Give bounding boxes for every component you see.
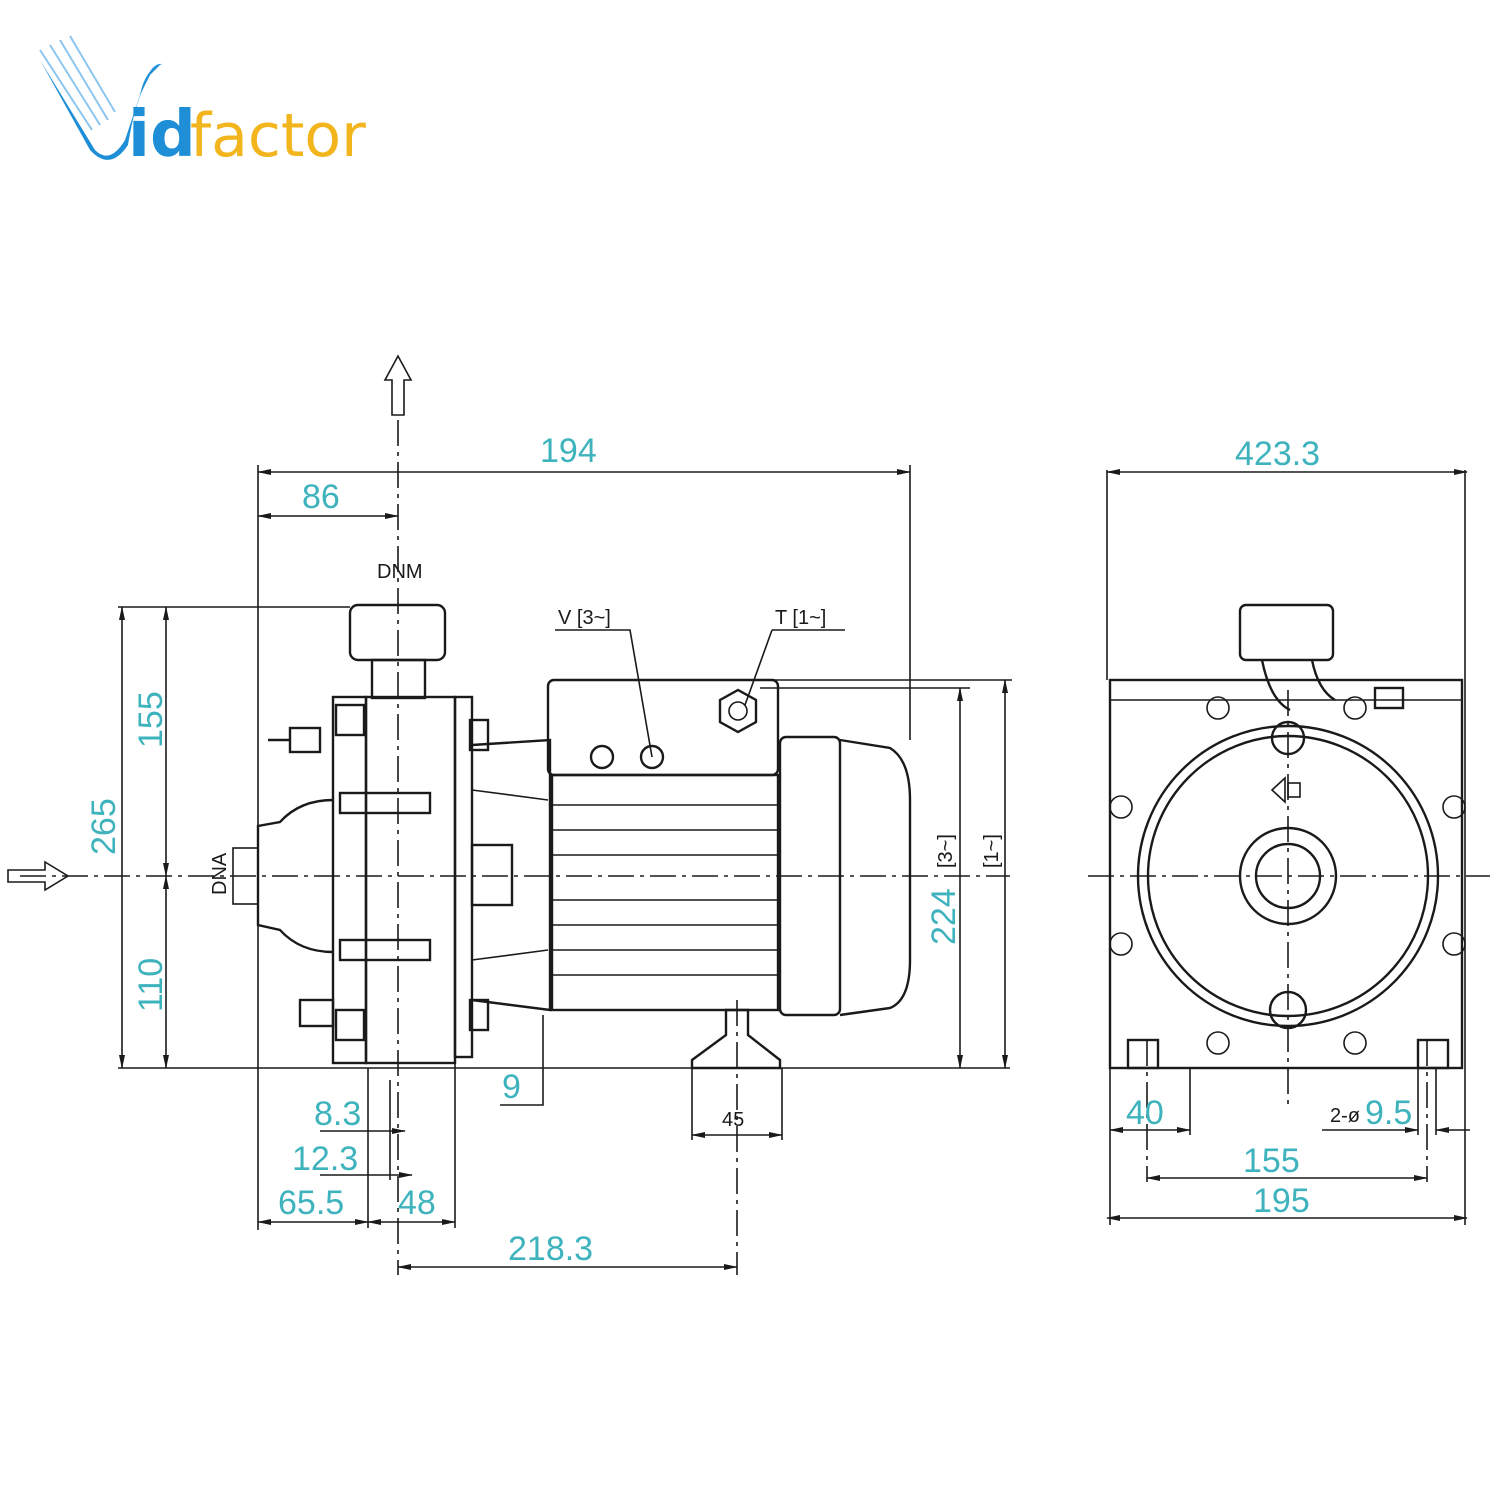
dim-motor-height: 224 (925, 888, 963, 945)
hole-prefix-label: 2-ø (1330, 1105, 1360, 1127)
dim-foot-distance: 218.3 (508, 1230, 593, 1268)
dim-12-3: 12.3 (292, 1140, 358, 1178)
dim-hole-spacing: 155 (1243, 1142, 1300, 1180)
dim-motor-1phase-label: [1~] (981, 834, 1003, 868)
dim-upper-height: 155 (132, 691, 170, 748)
motor (546, 678, 912, 1070)
pump-body (232, 603, 552, 1065)
motor-fins (552, 804, 778, 976)
terminal-v-icon (589, 744, 615, 770)
dim-hole-diameter: 9.5 (1365, 1094, 1412, 1132)
side-dimensions (118, 465, 1012, 1270)
dim-foot-width: 45 (722, 1109, 744, 1131)
outlet-label: DNM (377, 561, 423, 583)
outlet-flow-arrow-icon (383, 354, 413, 416)
dim-overall-width: 423.3 (1235, 435, 1320, 473)
dim-8-3: 8.3 (314, 1095, 361, 1133)
inlet-flow-arrow-icon (7, 860, 70, 892)
dim-65-5: 65.5 (278, 1184, 344, 1222)
dim-overall-length: 194 (540, 432, 597, 470)
terminal-3phase-label: V [3~] (558, 607, 611, 629)
inlet-label: DNA (209, 852, 231, 895)
terminal-screw-icon (639, 744, 665, 770)
motor-foot (690, 1008, 782, 1070)
logo-text-factor: factor (190, 101, 366, 171)
dim-foot-width-front: 40 (1126, 1094, 1164, 1132)
dim-lower-height: 110 (132, 958, 170, 1012)
logo-text-id: id (128, 98, 196, 172)
dim-total-height: 265 (85, 798, 123, 855)
front-view: 423.3 40 2-ø 9.5 155 195 (1088, 435, 1490, 1225)
bolt-heads (1109, 696, 1466, 1055)
dim-outlet-offset: 86 (302, 478, 340, 516)
dim-foot-offset: 9 (502, 1068, 521, 1106)
dim-base-width: 195 (1253, 1182, 1310, 1220)
dim-48: 48 (398, 1184, 436, 1222)
terminal-t-icon (718, 688, 758, 734)
dim-motor-3phase-label: [3~] (935, 834, 957, 868)
bird-v-icon (39, 35, 162, 160)
side-view: 194 86 DNM V [3~] T [1~] 265 155 110 DNA… (7, 354, 1012, 1275)
terminal-1phase-label: T [1~] (775, 607, 826, 629)
vidfactor-logo: id factor (39, 35, 366, 172)
